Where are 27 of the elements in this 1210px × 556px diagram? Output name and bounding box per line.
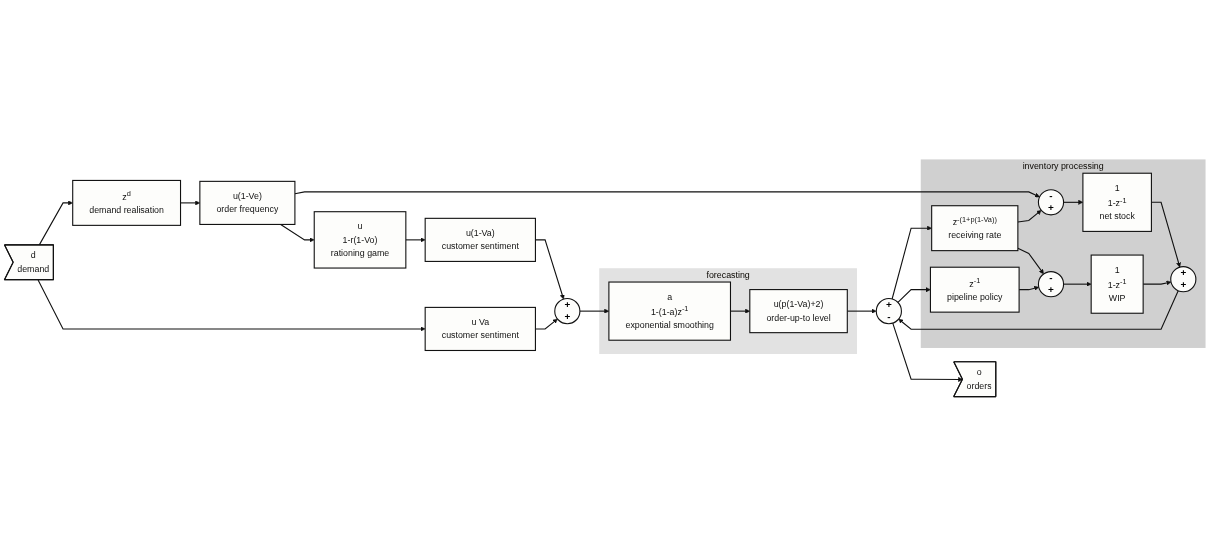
- node-box: a 1-(1-a)z$^{-1}$ exponential smoothing: [608, 281, 731, 341]
- node-box: 1 1-z$^{-1}$ WIP: [1090, 254, 1144, 314]
- arrow: [294, 191, 1040, 198]
- node-box: u(p(1-Va)+2) order-up-to level: [749, 289, 848, 334]
- arrow: [1017, 247, 1044, 275]
- arrow: [405, 237, 426, 243]
- node-box: u(1-Va) customer sentiment: [424, 217, 536, 262]
- arrow: [891, 225, 932, 300]
- node-circle: + +: [554, 298, 581, 325]
- node-box: u(1-Ve) order frequency: [199, 180, 296, 225]
- arrow: [1017, 210, 1042, 223]
- arrow: [1063, 281, 1092, 287]
- node-circle: + +: [1170, 266, 1197, 293]
- arrow: [37, 279, 426, 332]
- arrow: [898, 290, 1179, 330]
- node-box: u Va customer sentiment: [424, 306, 536, 352]
- node-box: u 1-r(1-Vo) rationing game: [313, 211, 407, 269]
- node-circle: - +: [1037, 271, 1065, 298]
- node-box: z$^{-(1+p(1-Va))}$ receiving rate: [931, 205, 1019, 252]
- node-circle: + -: [875, 298, 902, 325]
- arrow: [892, 322, 963, 382]
- node-circle: - +: [1037, 189, 1065, 216]
- node-box: z$^{d}$ demand realisation: [72, 179, 182, 226]
- arrow: [280, 223, 315, 243]
- arrow: [897, 287, 931, 303]
- node-box: z$^{-1}$ pipeline policy: [929, 266, 1020, 313]
- node-box: 1 1-z$^{-1}$ net stock: [1082, 172, 1152, 232]
